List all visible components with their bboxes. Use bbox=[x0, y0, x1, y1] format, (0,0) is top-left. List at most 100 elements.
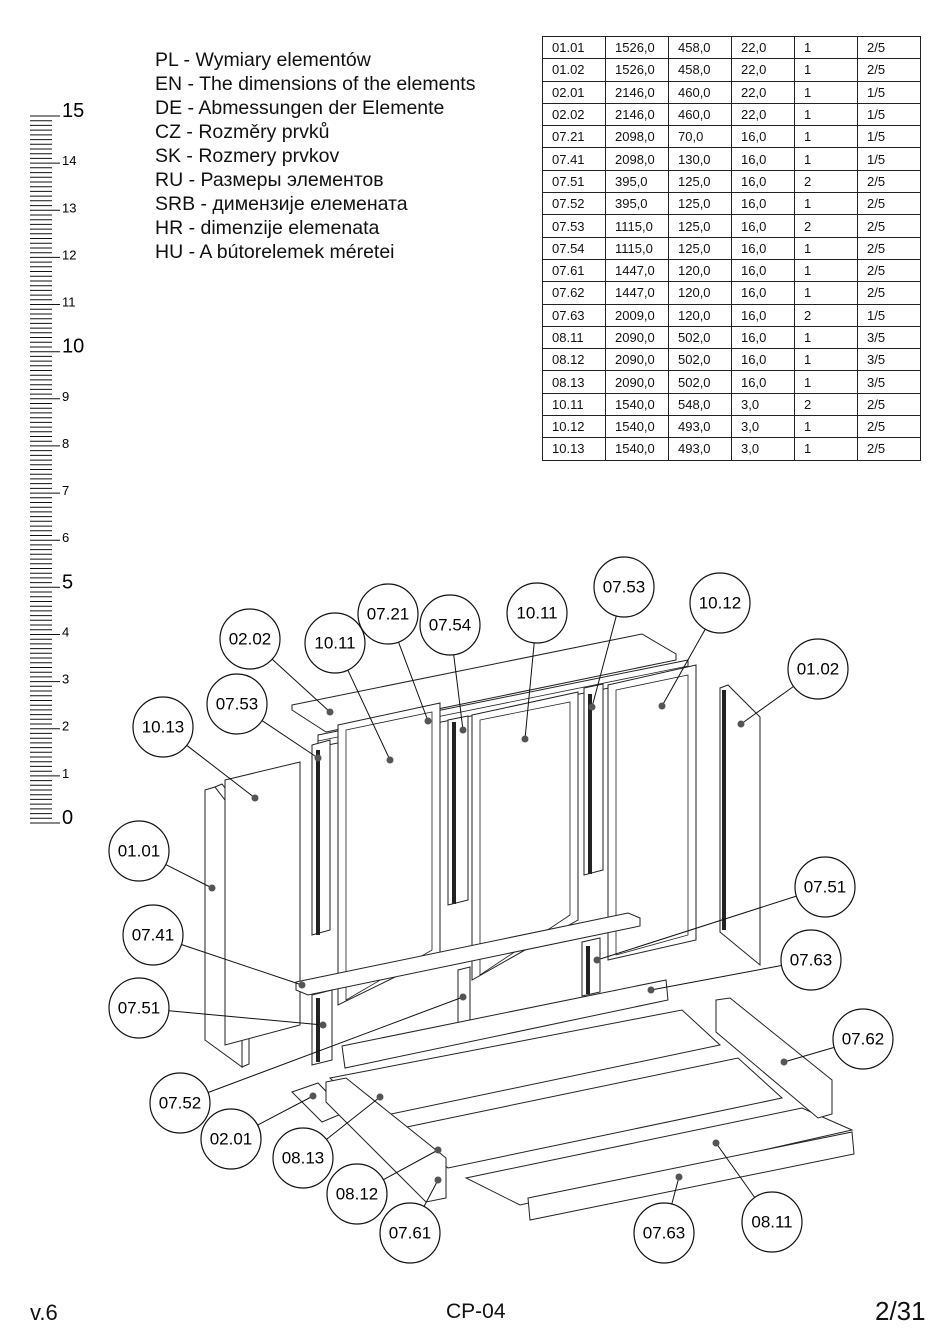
dimension-cell: 2/5 bbox=[857, 281, 921, 305]
part-callout: 08.11 bbox=[712, 1139, 803, 1253]
part-rail-07-62 bbox=[715, 997, 833, 1119]
callout-leader-line bbox=[383, 1149, 439, 1181]
dimension-cell: 22,0 bbox=[731, 102, 795, 127]
dimension-cell: 395,0 bbox=[605, 192, 669, 216]
ruler-ticks bbox=[30, 115, 60, 824]
callout-label: 10.11 bbox=[314, 634, 355, 653]
dimension-cell: 2146,0 bbox=[605, 80, 669, 104]
callout-leader-line bbox=[671, 1176, 680, 1205]
callout-leader-line bbox=[596, 895, 797, 961]
part-callout: 10.11 bbox=[304, 612, 394, 764]
dimension-cell: 2/5 bbox=[857, 392, 921, 417]
callout-label: 02.02 bbox=[229, 630, 272, 649]
part-callout: 07.54 bbox=[419, 594, 481, 734]
callout-anchor-dot bbox=[326, 708, 334, 716]
callout-leader-line bbox=[261, 720, 319, 759]
callout-leader-line bbox=[650, 965, 782, 991]
part-callout: 08.13 bbox=[272, 1093, 384, 1189]
callout-anchor-dot bbox=[424, 717, 432, 725]
version-label: v.6 bbox=[30, 1300, 58, 1325]
callout-anchor-dot bbox=[459, 726, 467, 734]
dimension-cell: 502,0 bbox=[668, 325, 732, 350]
dimension-cell: 16,0 bbox=[731, 147, 795, 171]
callout-leader-line bbox=[453, 654, 464, 731]
dimension-cell: 22,0 bbox=[731, 35, 795, 60]
dimension-cell: 2/5 bbox=[857, 258, 921, 283]
part-callout: 10.12 bbox=[658, 572, 751, 710]
dimension-cell: 1447,0 bbox=[605, 281, 669, 305]
ruler-minor-label: 3 bbox=[62, 672, 69, 687]
ruler-minor-label: 6 bbox=[62, 530, 69, 545]
callout-label: 08.11 bbox=[751, 1213, 792, 1232]
callout-anchor-dot bbox=[309, 1092, 317, 1100]
part-back-10-11-centre bbox=[471, 691, 579, 981]
part-divider-07-51-right bbox=[581, 937, 601, 997]
dimension-cell: 08.13 bbox=[542, 370, 606, 394]
callout-circle bbox=[219, 608, 281, 670]
dimension-cell: 1526,0 bbox=[605, 35, 669, 60]
ruler-major-label: 5 bbox=[62, 571, 73, 593]
ruler-minor-label: 7 bbox=[62, 483, 69, 498]
part-callout: 10.13 bbox=[132, 696, 259, 802]
callout-label: 07.61 bbox=[389, 1224, 432, 1243]
callout-anchor-dot bbox=[593, 956, 601, 964]
callout-circle bbox=[794, 856, 856, 918]
dimension-cell: 1540,0 bbox=[605, 437, 669, 461]
part-callout: 07.41 bbox=[122, 904, 306, 989]
callout-circle bbox=[272, 1127, 334, 1189]
callout-circle bbox=[149, 1072, 211, 1134]
callout-circle bbox=[108, 977, 170, 1039]
callout-label: 07.63 bbox=[643, 1224, 686, 1243]
dimension-cell: 502,0 bbox=[668, 348, 732, 372]
ruler-minor-label: 9 bbox=[62, 389, 69, 404]
callout-circle bbox=[506, 582, 568, 644]
dimension-cell: 2/5 bbox=[857, 169, 921, 194]
part-callout: 07.63 bbox=[647, 929, 842, 994]
callout-leader-line bbox=[524, 642, 535, 740]
callout-leader-line bbox=[168, 1010, 324, 1026]
title-ru: RU - Размеры элементов bbox=[155, 169, 384, 191]
part-divider-07-53-right bbox=[583, 683, 604, 876]
callout-label: 02.01 bbox=[210, 1130, 253, 1149]
part-shelf-07-41 bbox=[295, 912, 641, 996]
callout-anchor-dot bbox=[658, 702, 666, 710]
callout-circle bbox=[108, 820, 170, 882]
part-callout: 07.61 bbox=[379, 1176, 442, 1264]
callout-circle bbox=[787, 638, 849, 700]
title-sk: SK - Rozmery prvkov bbox=[155, 145, 340, 167]
callout-label: 07.51 bbox=[118, 999, 161, 1018]
callout-label: 08.12 bbox=[336, 1185, 379, 1204]
dimension-cell: 1 bbox=[794, 437, 858, 461]
callout-circle bbox=[379, 1202, 441, 1264]
callout-label: 01.01 bbox=[118, 842, 161, 861]
callout-label: 07.53 bbox=[603, 578, 646, 597]
callout-circle bbox=[122, 904, 184, 966]
callout-leader-line bbox=[181, 944, 303, 986]
dimension-cell: 1526,0 bbox=[605, 58, 669, 82]
part-callout: 07.53 bbox=[588, 556, 655, 711]
part-plinth-07-63-lower bbox=[527, 1131, 855, 1221]
dimension-cell: 1115,0 bbox=[605, 214, 669, 238]
callout-leader-line bbox=[661, 628, 706, 707]
part-back-10-12 bbox=[607, 664, 697, 961]
callout-anchor-dot bbox=[588, 703, 596, 711]
dimension-cell: 16,0 bbox=[731, 370, 795, 394]
dimension-cell: 08.11 bbox=[542, 325, 606, 350]
ruler-major-label: 15 bbox=[62, 100, 84, 122]
part-callout: 07.51 bbox=[108, 977, 327, 1039]
dimension-cell: 07.54 bbox=[542, 236, 606, 260]
dimension-titles: PL - Wymiary elementów EN - The dimensio… bbox=[155, 48, 475, 264]
page-number: 2/31 bbox=[875, 1296, 926, 1326]
callout-label: 07.54 bbox=[429, 616, 472, 635]
